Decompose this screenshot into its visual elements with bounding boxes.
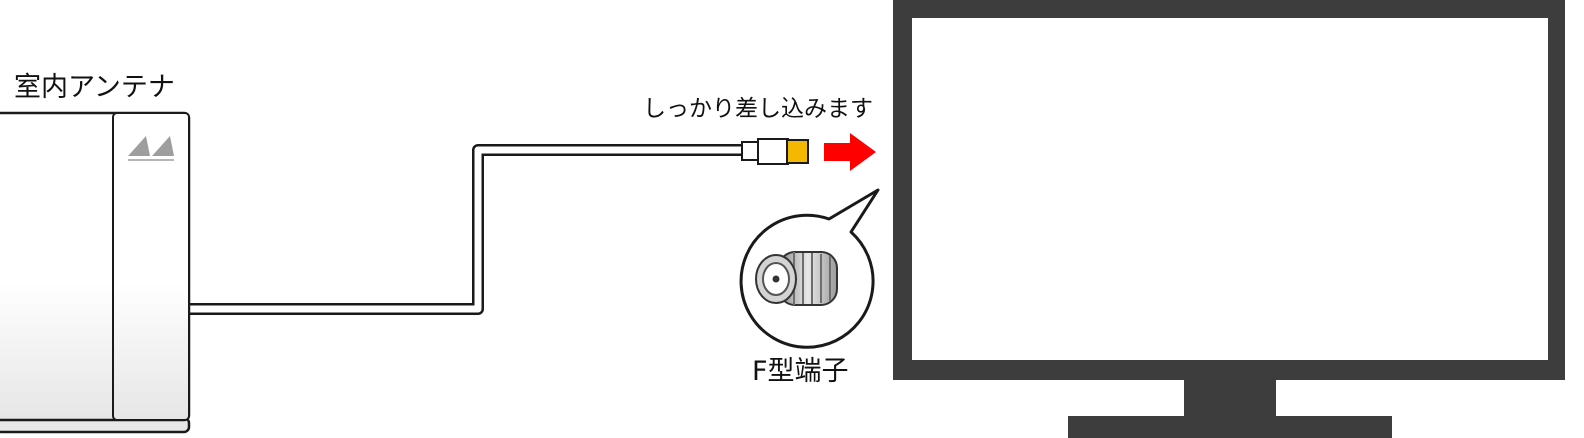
- arrow-right-icon: [824, 133, 876, 171]
- f-connector-label: F型端子: [752, 356, 849, 387]
- tv-stand-neck: [1184, 378, 1276, 418]
- antenna-front-panel: [112, 112, 190, 421]
- antenna-label: 室内アンテナ: [14, 72, 175, 103]
- indoor-antenna: [0, 111, 191, 434]
- f-plug: [741, 138, 809, 165]
- insert-instruction-label: しっかり差し込みます: [643, 96, 873, 122]
- tv: [893, 0, 1565, 438]
- brand-logo-icon: [128, 136, 174, 161]
- antenna-cable: [189, 144, 745, 315]
- tv-stand-base: [1068, 416, 1392, 438]
- tv-screen: [912, 18, 1548, 360]
- f-connector-icon: [755, 251, 838, 306]
- antenna-cable-core: [189, 146, 745, 313]
- plug-body: [757, 138, 789, 165]
- plug-collar: [741, 141, 760, 161]
- plug-tip: [786, 139, 809, 164]
- f-connector-callout: [739, 188, 880, 349]
